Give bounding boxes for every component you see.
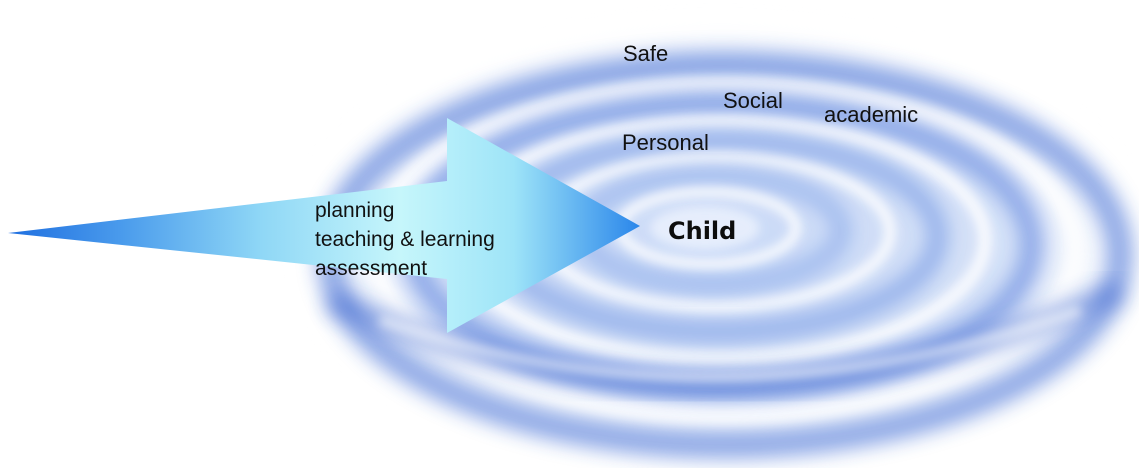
- ring-label-social: Social: [723, 88, 783, 113]
- arrow-label-group: planning teaching & learning assessment: [315, 196, 495, 283]
- arrow-label-planning: planning: [315, 199, 395, 222]
- ring-label-safe: Safe: [623, 41, 669, 66]
- ring-label-academic: academic: [824, 102, 919, 127]
- arrow-label-assessment: assessment: [315, 257, 428, 280]
- arrow-label-teaching-learning: teaching & learning: [315, 228, 495, 251]
- arrow-shape: [8, 118, 640, 333]
- ring-label-personal: Personal: [622, 130, 709, 155]
- center-label-child: Child: [668, 217, 737, 245]
